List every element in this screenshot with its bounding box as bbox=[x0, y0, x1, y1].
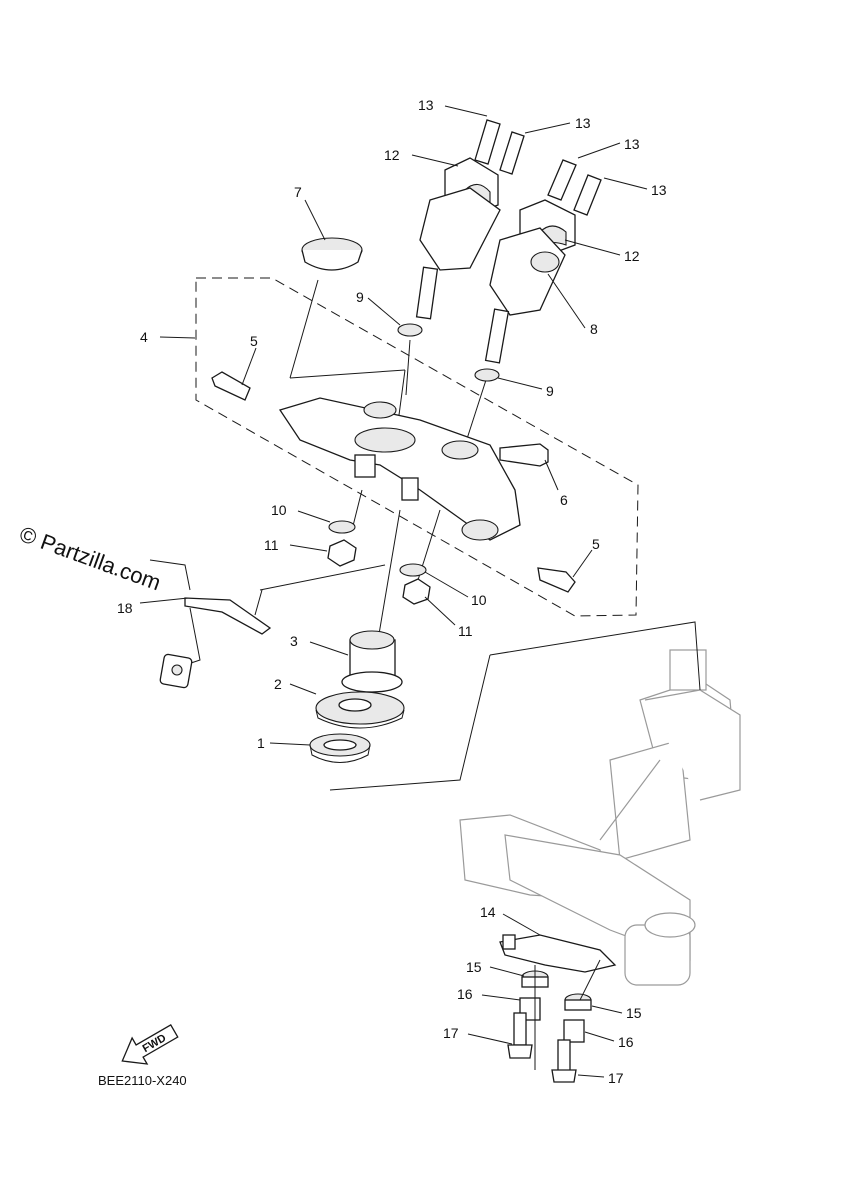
group-4-outline bbox=[195, 277, 639, 617]
part-14-bracket bbox=[499, 934, 617, 973]
part-7-cap bbox=[301, 237, 363, 271]
callout-1: 1 bbox=[257, 735, 265, 751]
part-1-bearing bbox=[309, 733, 371, 763]
callout-15-a: 15 bbox=[466, 959, 482, 975]
callout-9-b: 9 bbox=[546, 383, 554, 399]
diagram-code: BEE2110-X240 bbox=[98, 1073, 187, 1088]
callout-7: 7 bbox=[294, 184, 302, 200]
part-2-seal bbox=[315, 691, 405, 729]
part-11-nut-right bbox=[402, 578, 431, 605]
callout-12-b: 12 bbox=[624, 248, 640, 264]
fwd-arrow-icon: FWD bbox=[121, 1024, 179, 1065]
part-8-riser-right bbox=[484, 227, 566, 364]
part-5-bolt-upper bbox=[211, 371, 251, 401]
callout-5-a: 5 bbox=[250, 333, 258, 349]
part-10-washer-left bbox=[328, 520, 356, 534]
part-15-grommet-right bbox=[564, 993, 592, 1011]
callout-16-a: 16 bbox=[457, 986, 473, 1002]
callout-9-a: 9 bbox=[356, 289, 364, 305]
part-5-bolt-lower bbox=[537, 567, 576, 593]
assembly-leader-box bbox=[329, 621, 701, 791]
callout-10-a: 10 bbox=[271, 502, 287, 518]
part-6-bolt bbox=[499, 443, 549, 467]
callout-leaders bbox=[139, 105, 648, 1078]
part-9-washer-lower bbox=[474, 368, 500, 382]
part-17-bolt-right bbox=[551, 1039, 577, 1083]
callout-12-a: 12 bbox=[384, 147, 400, 163]
callout-3: 3 bbox=[290, 633, 298, 649]
part-11-nut-left bbox=[327, 539, 357, 567]
callout-17-b: 17 bbox=[608, 1070, 624, 1086]
part-18-bracket bbox=[149, 559, 272, 689]
part-3-race bbox=[341, 630, 403, 693]
part-17-bolt-left bbox=[507, 1012, 533, 1059]
callout-6: 6 bbox=[560, 492, 568, 508]
callout-16-b: 16 bbox=[618, 1034, 634, 1050]
callout-13-a: 13 bbox=[418, 97, 434, 113]
callout-2: 2 bbox=[274, 676, 282, 692]
callout-4: 4 bbox=[140, 329, 148, 345]
fwd-label: FWD bbox=[141, 1032, 169, 1055]
part-9-washer-upper bbox=[397, 323, 423, 337]
part-16-collar-right bbox=[563, 1019, 585, 1043]
callout-14: 14 bbox=[480, 904, 496, 920]
partzilla-watermark: © Partzilla.com bbox=[16, 521, 164, 595]
callout-13-b: 13 bbox=[575, 115, 591, 131]
upper-bracket-crown bbox=[278, 397, 521, 541]
callout-10-b: 10 bbox=[471, 592, 487, 608]
callout-11-b: 11 bbox=[458, 623, 473, 639]
part-8-riser-left bbox=[415, 187, 501, 320]
callout-15-b: 15 bbox=[626, 1005, 642, 1021]
callout-11-a: 11 bbox=[264, 537, 279, 553]
callout-8: 8 bbox=[590, 321, 598, 337]
part-10-washer-right bbox=[399, 563, 427, 577]
callout-17-a: 17 bbox=[443, 1025, 459, 1041]
frame-ghost-assembly bbox=[459, 649, 741, 986]
callout-5-b: 5 bbox=[592, 536, 600, 552]
callout-13-d: 13 bbox=[651, 182, 667, 198]
callout-13-c: 13 bbox=[624, 136, 640, 152]
part-13-bolts bbox=[474, 119, 602, 216]
callout-18: 18 bbox=[117, 600, 133, 616]
